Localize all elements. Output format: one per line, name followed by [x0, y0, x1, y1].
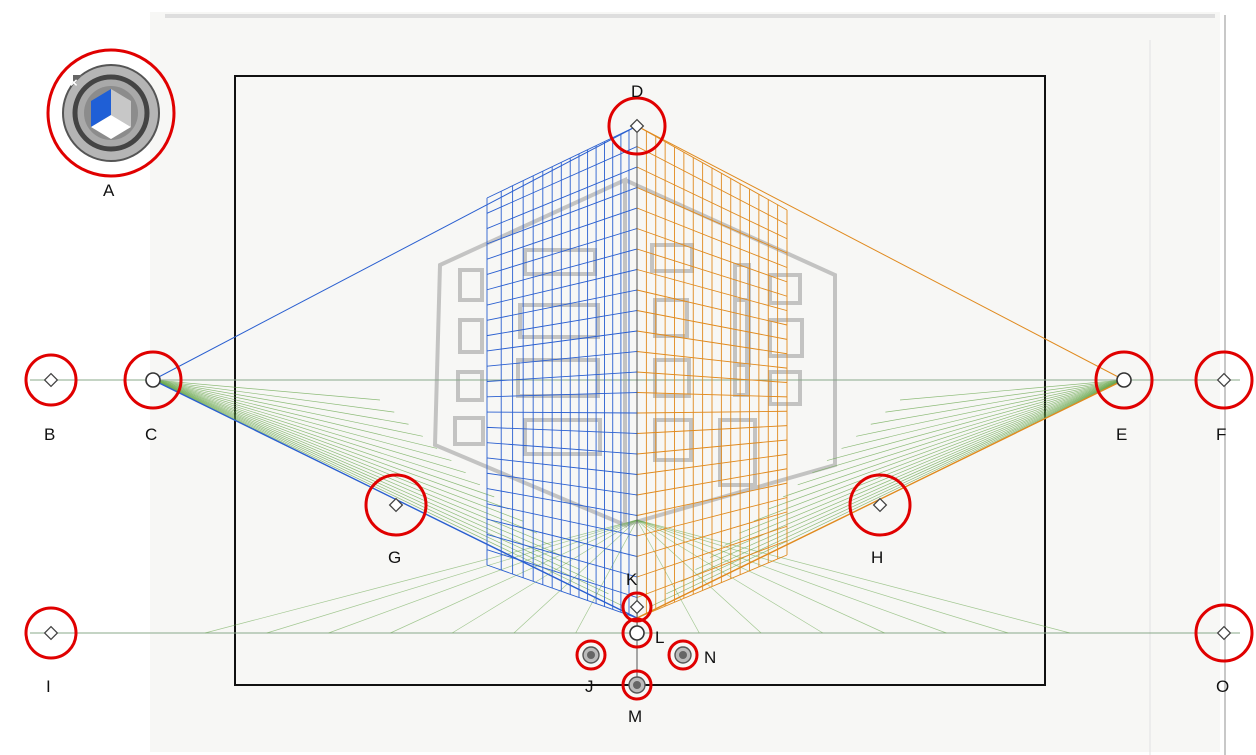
- ring-j: [575, 639, 607, 671]
- label-i: I: [46, 677, 51, 696]
- cube-right-face: [111, 89, 131, 127]
- cube-left-face: [91, 89, 111, 127]
- ring-g: [364, 473, 428, 537]
- control-point-b[interactable]: [43, 372, 59, 388]
- ring-k: [621, 591, 653, 623]
- ring-l: [621, 617, 653, 649]
- ring-o: [1194, 603, 1254, 663]
- ring-e: [1094, 350, 1154, 410]
- control-point-i[interactable]: [43, 625, 59, 641]
- label-k: K: [626, 570, 638, 589]
- label-g: G: [388, 548, 401, 567]
- label-c: C: [145, 425, 157, 444]
- cube-bottom-face: [91, 115, 131, 139]
- control-point-o[interactable]: [1216, 625, 1232, 641]
- highlight-rings: [24, 48, 1254, 701]
- plane-switching-widget[interactable]: ×: [62, 64, 160, 162]
- control-points: [43, 118, 1232, 694]
- grid-extent-control-h[interactable]: [872, 497, 888, 513]
- grid-plane-control-j[interactable]: [582, 646, 600, 664]
- right-plane-grid: [636, 125, 1125, 619]
- grid-cell-size-control-k[interactable]: [629, 599, 645, 615]
- label-a: A: [103, 181, 115, 200]
- close-icon[interactable]: ×: [70, 75, 78, 90]
- labels: A B C D E F G H I J K L M N O: [44, 82, 1229, 726]
- left-plane-grid: [152, 125, 638, 619]
- label-j: J: [585, 677, 594, 696]
- building-sketch: [432, 176, 837, 529]
- label-e: E: [1116, 425, 1127, 444]
- grid-plane-control-m[interactable]: [628, 676, 646, 694]
- label-o: O: [1216, 677, 1229, 696]
- grid-height-control-d[interactable]: [629, 118, 645, 134]
- ring-a: [46, 48, 176, 178]
- grid-extent-control-g[interactable]: [388, 497, 404, 513]
- ring-b: [24, 353, 78, 407]
- ring-m: [621, 669, 653, 701]
- ring-i: [24, 606, 78, 660]
- ring-f: [1194, 350, 1254, 410]
- grid-plane-control-n[interactable]: [674, 646, 692, 664]
- label-m: M: [628, 707, 642, 726]
- label-f: F: [1216, 425, 1226, 444]
- label-n: N: [704, 648, 716, 667]
- origin-point-l[interactable]: [629, 625, 645, 641]
- ring-d: [607, 96, 667, 156]
- label-d: D: [631, 82, 643, 101]
- control-point-f[interactable]: [1216, 372, 1232, 388]
- vanishing-point-c[interactable]: [145, 372, 161, 388]
- label-l: L: [655, 628, 664, 647]
- ring-n: [667, 639, 699, 671]
- vanishing-point-e[interactable]: [1116, 372, 1132, 388]
- label-h: H: [871, 548, 883, 567]
- ring-c: [123, 350, 183, 410]
- ring-h: [848, 473, 912, 537]
- label-b: B: [44, 425, 55, 444]
